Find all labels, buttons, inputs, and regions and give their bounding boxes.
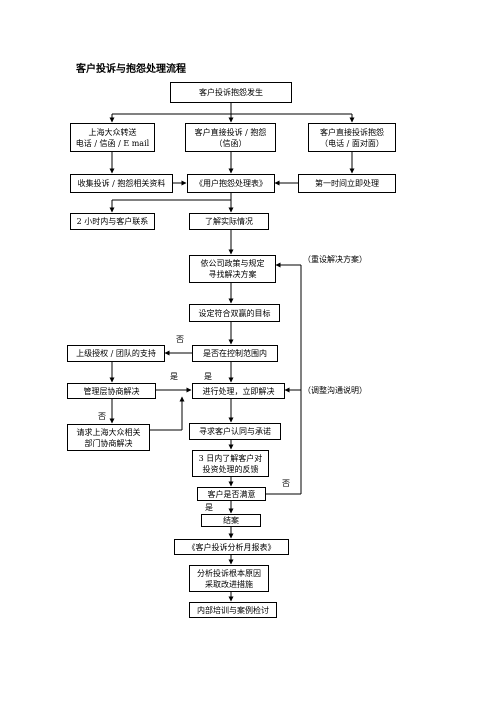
node-in-scope-text: 是否在控制范围内: [203, 349, 267, 358]
node-satisfied-decision: 客户是否满意: [197, 487, 266, 501]
node-request-line-1: 请求上海大众相关: [76, 427, 141, 437]
node-immediate-text: 第一时间立即处理: [315, 179, 379, 188]
node-handle-text: 进行处理，立即解决: [202, 386, 275, 396]
node-direct-letter-line-2: （信函）: [214, 138, 247, 148]
node-winwin-text: 设定符合双赢的目标: [198, 308, 271, 318]
node-analysis-line-1: 分析投诉根本原因: [197, 568, 261, 578]
node-close: 结案: [201, 514, 261, 527]
node-training: 内部培训与案例检讨: [189, 602, 277, 618]
node-understand-text: 了解实际情况: [205, 217, 253, 226]
label-satisfied-yes: 是: [205, 503, 213, 512]
node-policy-line-2: 寻找解决方案: [208, 270, 257, 279]
node-feedback-line-1: 3 日内了解客户对: [198, 453, 263, 463]
node-form-text: 《用户抱怨处理表》: [195, 179, 267, 188]
label-scope-no: 否: [176, 335, 184, 344]
label-scope-yes: 是: [204, 372, 212, 381]
node-approve-text: 寻求客户认同与承诺: [199, 427, 271, 436]
label-reset-plan: （重设解决方案）: [303, 255, 367, 264]
node-understand: 了解实际情况: [189, 213, 269, 230]
node-satisfied-text: 客户是否满意: [207, 489, 256, 499]
node-feedback-line-2: 投资处理的反馈: [202, 464, 259, 474]
node-contact-text: 2 小时内与客户联系: [76, 217, 149, 226]
label-mgmt-no: 否: [98, 412, 106, 421]
node-training-text: 内部培训与案例检讨: [197, 605, 269, 615]
node-collect: 收集投诉 / 抱怨相关资料: [70, 174, 173, 193]
node-request-line-2: 部门协商解决: [84, 438, 133, 448]
node-in-scope-decision: 是否在控制范围内: [192, 345, 278, 362]
node-collect-text: 收集投诉 / 抱怨相关资料: [77, 179, 166, 188]
node-forwarded: 上海大众转送 电话 / 信函 / E mail: [70, 123, 155, 152]
node-approve: 寻求客户认同与承诺: [189, 423, 281, 440]
node-contact: 2 小时内与客户联系: [70, 213, 155, 230]
page-title: 客户投诉与抱怨处理流程: [76, 64, 186, 75]
node-feedback: 3 日内了解客户对 投资处理的反馈: [192, 450, 269, 477]
node-direct-phone-line-1: 客户直接投诉抱怨: [320, 127, 384, 137]
node-report-text: 《客户投诉分析月报表》: [187, 542, 276, 552]
node-start: 客户投诉抱怨发生: [170, 82, 292, 103]
node-policy-line-1: 依公司政策与规定: [200, 259, 265, 268]
node-request: 请求上海大众相关 部门协商解决: [67, 424, 150, 451]
node-direct-phone: 客户直接投诉抱怨 （电话 / 面对面）: [308, 123, 396, 152]
node-report: 《客户投诉分析月报表》: [174, 539, 289, 555]
node-close-text: 结案: [223, 516, 239, 525]
label-satisfied-no: 否: [282, 479, 290, 488]
node-direct-phone-line-2: （电话 / 面对面）: [320, 138, 384, 148]
node-policy: 依公司政策与规定 寻找解决方案: [189, 255, 276, 283]
node-analysis-line-2: 采取改进措施: [205, 579, 253, 589]
node-direct-letter-line-1: 客户直接投诉 / 抱怨: [194, 127, 267, 137]
node-winwin: 设定符合双赢的目标: [189, 304, 280, 322]
node-support-text: 上级授权 / 团队的支持: [76, 349, 156, 358]
node-forwarded-line-1: 上海大众转送: [88, 127, 137, 137]
node-immediate: 第一时间立即处理: [298, 174, 396, 193]
node-mgmt: 管理层协商解决: [67, 383, 156, 399]
node-support: 上级授权 / 团队的支持: [67, 345, 165, 362]
node-forwarded-line-2: 电话 / 信函 / E mail: [75, 138, 150, 148]
node-form: 《用户抱怨处理表》: [187, 174, 275, 193]
label-support-yes: 是: [170, 372, 178, 381]
node-handle: 进行处理，立即解决: [192, 383, 285, 399]
node-start-text: 客户投诉抱怨发生: [199, 88, 263, 97]
node-mgmt-text: 管理层协商解决: [83, 386, 140, 396]
label-adjust-communication: （调整沟通说明）: [303, 386, 367, 395]
node-analysis: 分析投诉根本原因 采取改进措施: [189, 565, 269, 592]
node-direct-letter: 客户直接投诉 / 抱怨 （信函）: [185, 123, 276, 152]
